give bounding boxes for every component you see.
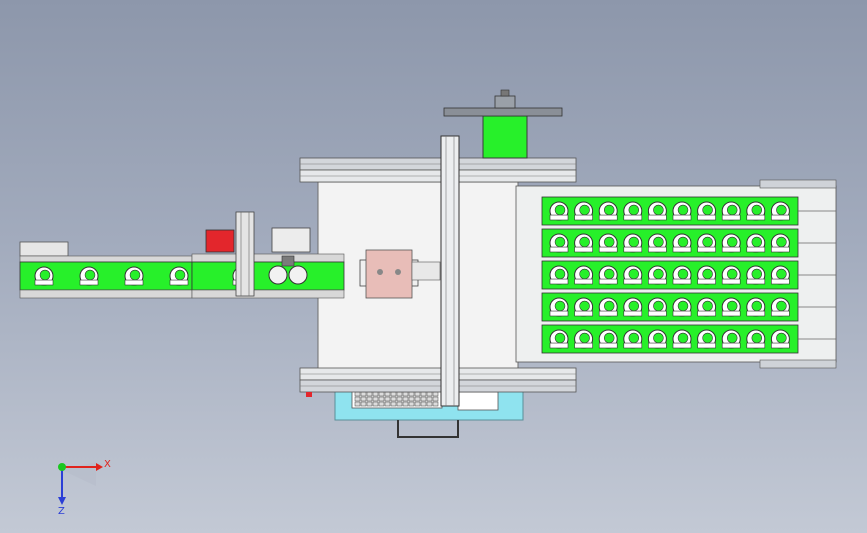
pocket <box>623 297 643 317</box>
red-indicator <box>306 392 312 397</box>
pocket <box>79 266 99 286</box>
red-block <box>205 229 235 253</box>
top-rail <box>299 157 577 183</box>
origin-dot <box>58 463 66 471</box>
pocket <box>647 265 667 285</box>
pocket <box>672 265 692 285</box>
pocket <box>647 201 667 221</box>
pocket <box>549 201 569 221</box>
control-cabinet <box>334 387 524 438</box>
pocket <box>697 297 717 317</box>
pocket <box>574 329 594 349</box>
tray-row <box>541 324 836 354</box>
pocket <box>549 297 569 317</box>
pocket <box>770 201 790 221</box>
pocket <box>746 201 766 221</box>
bottom-rail <box>299 367 577 397</box>
pocket <box>721 297 741 317</box>
z-axis-arrow-icon <box>58 497 66 505</box>
pocket <box>574 233 594 253</box>
pocket <box>746 233 766 253</box>
pocket <box>623 265 643 285</box>
x-axis-label: X <box>104 459 111 470</box>
pocket <box>697 201 717 221</box>
pocket <box>746 265 766 285</box>
pocket <box>697 329 717 349</box>
pocket <box>672 233 692 253</box>
infeed-conveyor <box>19 241 193 299</box>
pocket <box>746 297 766 317</box>
pocket <box>549 329 569 349</box>
pocket <box>623 233 643 253</box>
pocket <box>647 297 667 317</box>
pocket <box>574 201 594 221</box>
pocket <box>770 233 790 253</box>
pocket <box>598 201 618 221</box>
pocket <box>721 265 741 285</box>
pocket <box>672 329 692 349</box>
axis-triad: X Z <box>58 459 111 517</box>
pocket <box>169 266 189 286</box>
pocket <box>549 233 569 253</box>
pocket <box>770 297 790 317</box>
tray-row <box>541 292 836 322</box>
pocket <box>598 329 618 349</box>
z-axis-label: Z <box>58 506 65 517</box>
pocket <box>672 297 692 317</box>
top-motor-assembly <box>443 89 563 159</box>
pocket <box>598 297 618 317</box>
pocket <box>124 266 144 286</box>
pocket <box>574 265 594 285</box>
tray-row <box>541 196 836 226</box>
cabinet-handle <box>397 420 459 438</box>
pocket <box>598 265 618 285</box>
pocket <box>672 201 692 221</box>
pocket <box>770 329 790 349</box>
pocket <box>623 201 643 221</box>
pocket <box>549 265 569 285</box>
pocket <box>574 297 594 317</box>
output-tray <box>515 179 837 369</box>
pocket <box>598 233 618 253</box>
keypad <box>457 391 499 411</box>
pocket <box>647 233 667 253</box>
gantry-beam <box>440 135 460 407</box>
pocket <box>623 329 643 349</box>
pocket <box>34 266 54 286</box>
pocket <box>746 329 766 349</box>
pocket <box>770 265 790 285</box>
tray-row <box>541 228 836 258</box>
pocket <box>697 233 717 253</box>
tray-row <box>541 260 836 290</box>
pocket <box>721 329 741 349</box>
pocket <box>721 233 741 253</box>
pocket <box>647 329 667 349</box>
transfer-conveyor <box>191 211 345 299</box>
pick-head <box>359 249 441 299</box>
pocket <box>697 265 717 285</box>
pocket <box>721 201 741 221</box>
x-axis-arrow-icon <box>96 463 103 471</box>
